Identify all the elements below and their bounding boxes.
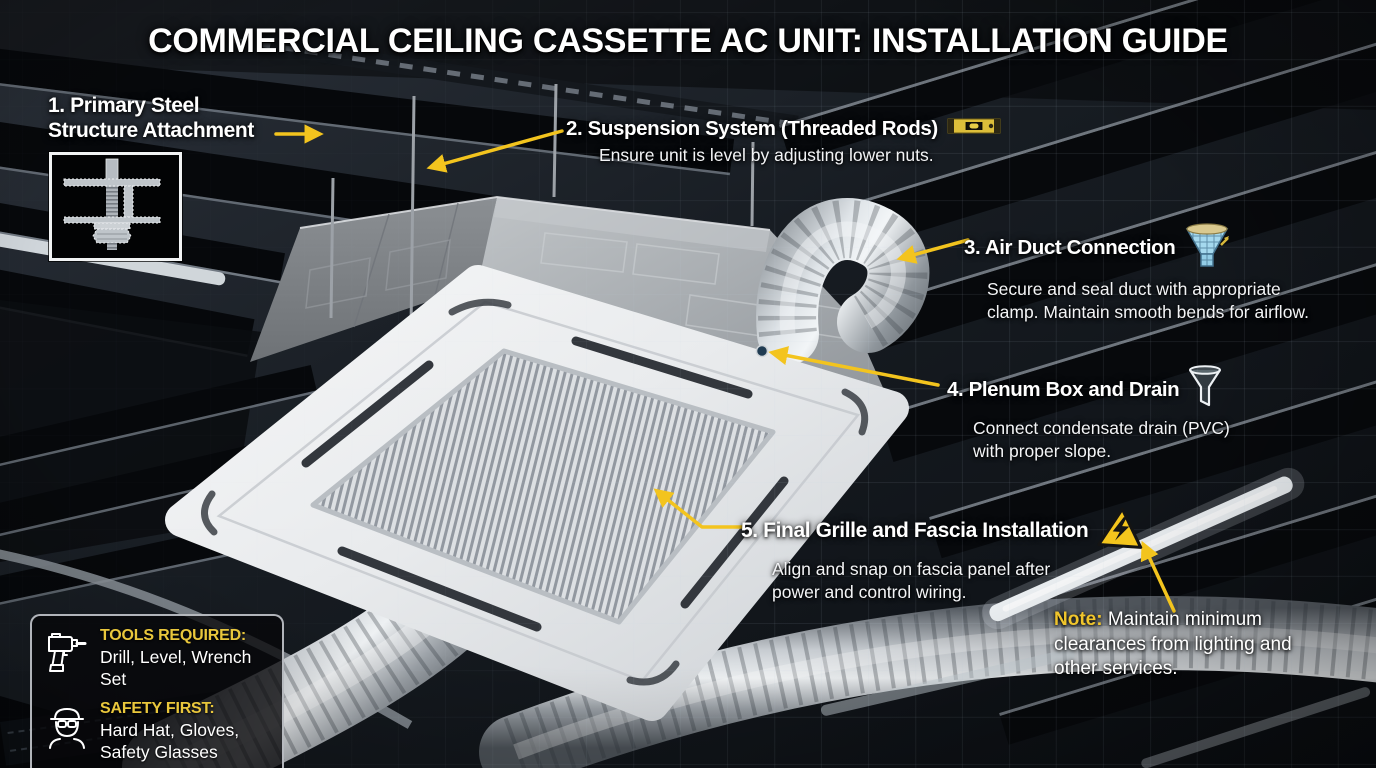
hex-nut (92, 228, 132, 244)
tools-required-items: Drill, Level, Wrench Set (100, 647, 252, 689)
step-2-label: 2. Suspension System (Threaded Rods) Ens… (566, 116, 1001, 167)
step-1-title: 1. Primary Steel Structure Attachment (48, 94, 254, 142)
step-3-description: Secure and seal duct with appropriate cl… (987, 279, 1309, 322)
steel-attachment-detail-inset (49, 152, 182, 261)
step-3-title: 3. Air Duct Connection (964, 236, 1176, 259)
funnel-icon (1188, 365, 1222, 414)
washer (93, 222, 131, 230)
step-3-label: 3. Air Duct Connection Secure and seal d… (964, 220, 1309, 323)
page-title: COMMERCIAL CEILING CASSETTE AC UNIT: INS… (148, 22, 1228, 60)
safety-first-heading: SAFETY FIRST: (100, 700, 215, 717)
note-prefix: Note: (1054, 609, 1103, 630)
upper-steel-plate (63, 178, 161, 187)
corner-vent-slots (201, 298, 869, 686)
steel-joists-right (779, 0, 1376, 745)
angle-bracket (123, 185, 134, 218)
spirit-level-icon (947, 116, 1001, 141)
tools-safety-box: TOOLS REQUIRED: Drill, Level, Wrench Set… (30, 614, 284, 768)
tools-required-heading: TOOLS REQUIRED: (100, 627, 247, 644)
electrical-hazard-icon (1097, 506, 1145, 555)
duct-funnel-icon (1184, 220, 1230, 275)
note-label: Note: Maintain minimum clearances from l… (1054, 608, 1318, 682)
note-text: Maintain minimum clearances from lightin… (1054, 609, 1292, 679)
perforated-strut (222, 29, 799, 134)
step-4-label: 4. Plenum Box and Drain Connect condensa… (947, 365, 1230, 462)
fascia-panel (165, 265, 909, 721)
step-1-label: 1. Primary Steel Structure Attachment (48, 93, 254, 143)
safety-first-row: SAFETY FIRST: Hard Hat, Gloves, Safety G… (42, 700, 270, 763)
step-4-title: 4. Plenum Box and Drain (947, 378, 1180, 401)
step-2-title: 2. Suspension System (Threaded Rods) (566, 117, 938, 140)
safety-first-items: Hard Hat, Gloves, Safety Glasses (100, 720, 240, 762)
lower-steel-plate (63, 216, 161, 224)
safety-worker-icon (42, 700, 92, 750)
tools-required-row: TOOLS REQUIRED: Drill, Level, Wrench Set (42, 627, 270, 690)
flexible-duct-elbow (756, 198, 930, 365)
drill-icon (42, 627, 92, 675)
step-2-description: Ensure unit is level by adjusting lower … (599, 145, 934, 165)
steel-attachment-diagram (63, 158, 161, 250)
step-5-title: 5. Final Grille and Fascia Installation (741, 519, 1089, 542)
rod-stub (107, 243, 117, 250)
step-5-label: 5. Final Grille and Fascia Installation … (741, 506, 1145, 603)
step-4-description: Connect condensate drain (PVC) with prop… (973, 418, 1230, 461)
air-outlet-slots (301, 336, 789, 632)
intake-grille (310, 348, 776, 625)
step-5-description: Align and snap on fascia panel after pow… (772, 559, 1051, 602)
threaded-rod-lower (106, 185, 118, 221)
condensate-drain-fitting (755, 344, 769, 358)
